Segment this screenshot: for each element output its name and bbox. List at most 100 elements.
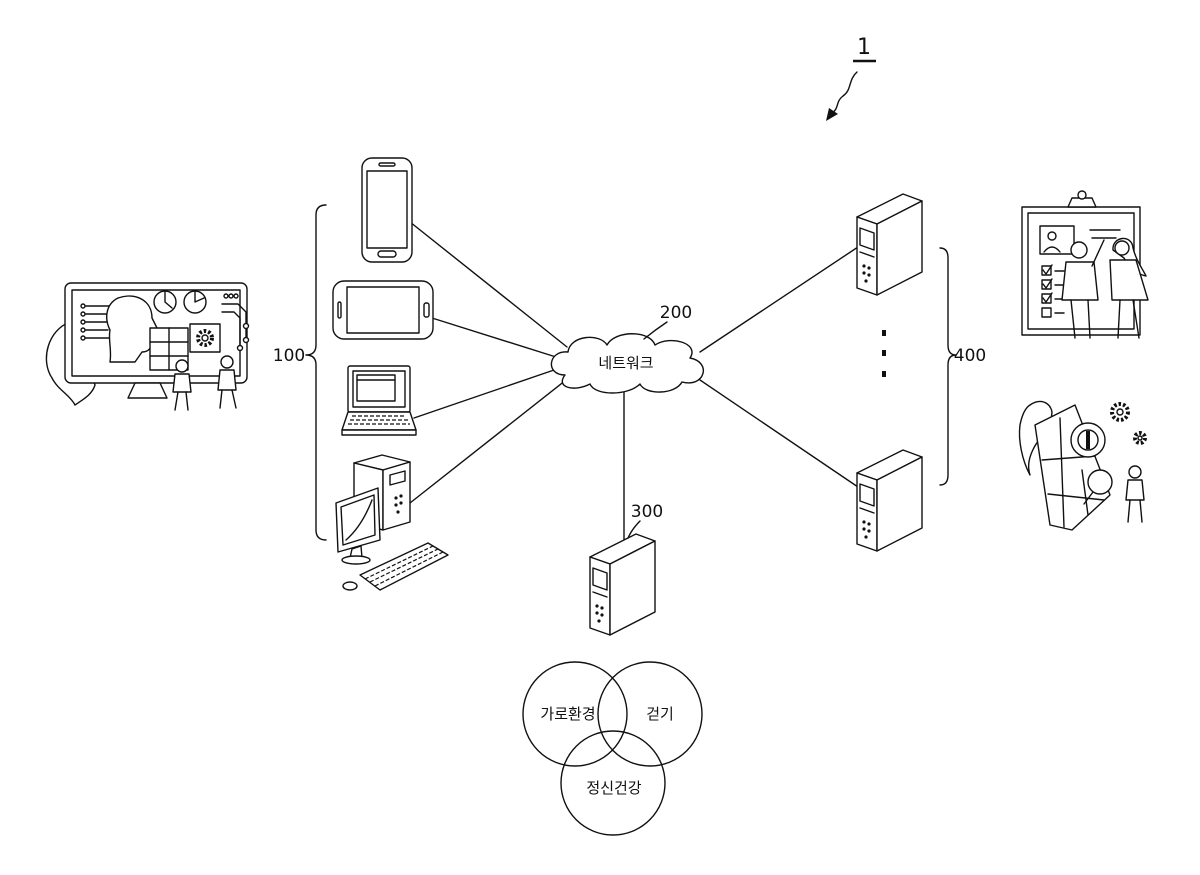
analysis-server: [590, 534, 655, 635]
server-button: [862, 520, 865, 523]
server-button: [595, 604, 598, 607]
link-network-server-top: [700, 247, 858, 352]
ellipsis-dot: [882, 371, 886, 377]
server-button: [867, 529, 870, 532]
tower-button: [399, 494, 402, 497]
person-leg: [232, 390, 236, 408]
gear-hub: [202, 335, 208, 341]
venn-label-left: 가로환경: [540, 705, 595, 723]
server-button: [862, 527, 865, 530]
figure-arrowhead: [826, 108, 838, 121]
person-body: [173, 374, 191, 392]
server-ellipsis: [882, 330, 886, 377]
person-leg: [220, 390, 222, 408]
ai-monitor-illustration: [46, 283, 248, 410]
ellipsis-dot: [882, 350, 886, 356]
server-button: [867, 273, 870, 276]
servers-bracket: [940, 248, 956, 485]
venn-label-right: 걷기: [646, 705, 674, 723]
circuit-node: [81, 336, 85, 340]
tower-front: [383, 462, 410, 530]
ellipsis-dot: [882, 330, 886, 336]
person-head: [221, 356, 233, 368]
gear-hub: [1117, 409, 1123, 415]
laptop-device: [342, 366, 416, 435]
server-button: [597, 619, 600, 622]
terminals-ref: 100: [273, 346, 305, 366]
smartphone-device: [362, 158, 412, 262]
person-head: [1071, 242, 1087, 258]
terminals-bracket: [306, 205, 326, 540]
person-figure: [218, 356, 236, 408]
tower-button: [394, 496, 397, 499]
laptop-base-edge: [342, 430, 416, 435]
circuit-node: [81, 312, 85, 316]
network-cloud-group: 네트워크 200: [551, 303, 703, 393]
board-clip-ring: [1078, 191, 1086, 199]
phone-body: [362, 158, 412, 262]
person-leg: [186, 392, 188, 410]
terminals-bracket-group: 100: [273, 205, 326, 540]
network-ref-leader: [644, 322, 667, 339]
clipboard-team-illustration: [1022, 191, 1148, 338]
tablet-device: [333, 281, 433, 339]
gear-hub: [1138, 436, 1142, 440]
server-button: [867, 266, 870, 269]
circuit-node: [81, 328, 85, 332]
server-button: [600, 606, 603, 609]
person-head: [1129, 466, 1141, 478]
analysis-server-ref: 300: [631, 502, 663, 522]
tower-button: [399, 501, 402, 504]
link-desktop-network: [410, 380, 566, 503]
person-body: [1126, 480, 1144, 500]
network-label: 네트워크: [598, 354, 653, 372]
analysis-server-ref-group: 300: [628, 502, 663, 538]
person-body: [218, 370, 236, 390]
person-head: [176, 360, 188, 372]
person-leg: [1140, 500, 1142, 522]
circuit-node: [81, 320, 85, 324]
desktop-device: [336, 455, 448, 590]
server-button: [862, 271, 865, 274]
person-head: [1115, 241, 1129, 255]
circuit-ring: [238, 346, 243, 351]
server-button: [864, 535, 867, 538]
venn-label-bottom: 정신건강: [586, 779, 641, 797]
circuit-ring: [244, 338, 249, 343]
server-button: [864, 279, 867, 282]
laptop-base: [342, 412, 416, 430]
circuit-ring: [244, 324, 249, 329]
figure-label: 1: [857, 35, 871, 60]
servers-ref: 400: [954, 346, 986, 366]
person-body: [1062, 262, 1098, 300]
map-search-illustration: [1019, 401, 1145, 530]
figure-arrow: [831, 72, 857, 114]
server-bottom: [857, 450, 922, 551]
mouse: [343, 582, 357, 590]
person-body: [1110, 260, 1148, 300]
venn-diagram: 가로환경 걷기 정신건강: [523, 662, 702, 835]
server-top: [857, 194, 922, 295]
server-button: [595, 611, 598, 614]
server-button: [867, 522, 870, 525]
tower-button: [394, 503, 397, 506]
figure-label-group: 1: [826, 35, 876, 121]
person-leg: [175, 392, 178, 410]
link-network-server-bottom: [700, 380, 858, 487]
location-search-icon: [1088, 470, 1112, 494]
tablet-body: [333, 281, 433, 339]
tower-button: [396, 510, 399, 513]
person-figure: [1126, 466, 1144, 522]
monitor-stand: [128, 383, 167, 398]
network-ref: 200: [660, 303, 692, 323]
server-button: [862, 264, 865, 267]
person-leg: [1128, 500, 1130, 522]
desktop-monitor-base: [342, 556, 370, 564]
link-laptop-network: [414, 370, 554, 418]
server-button: [600, 613, 603, 616]
circuit-node: [81, 304, 85, 308]
person-figure: [173, 360, 191, 410]
servers-bracket-group: 400: [940, 248, 986, 485]
map-panel: [1035, 405, 1110, 530]
